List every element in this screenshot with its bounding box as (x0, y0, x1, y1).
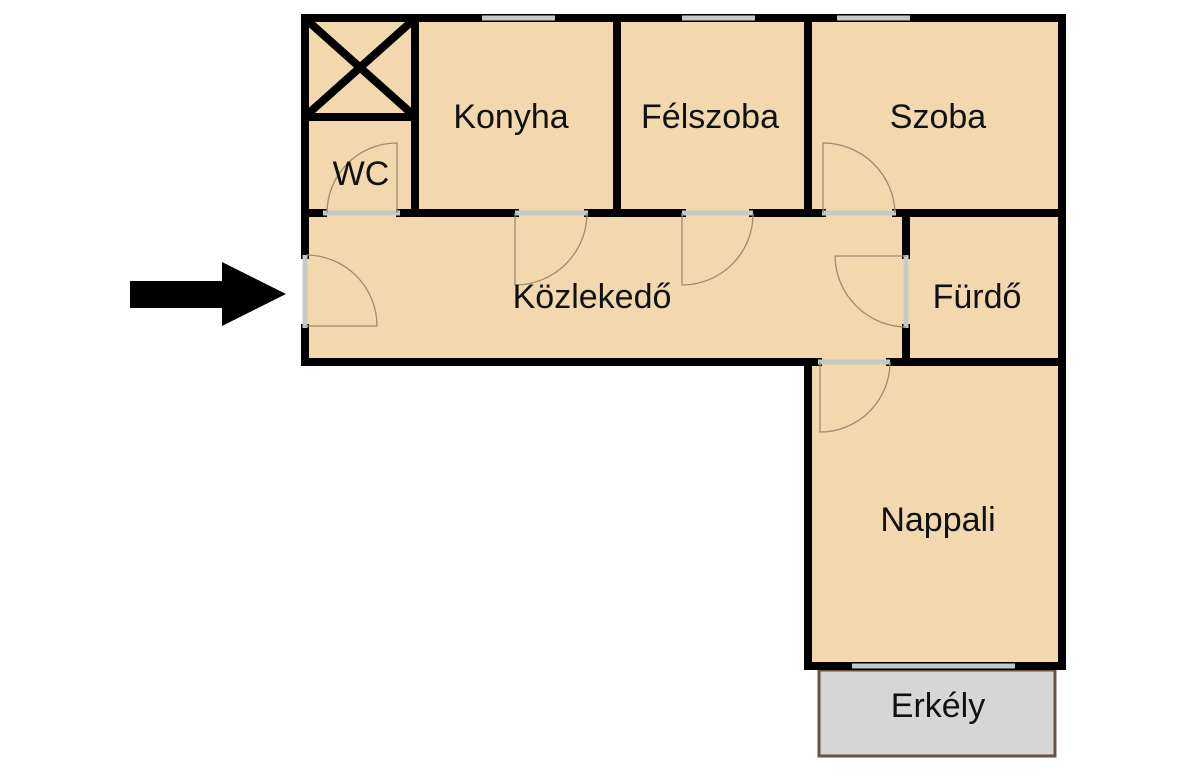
room-label-szoba: Szoba (890, 98, 986, 136)
room-label-konyha: Konyha (453, 98, 568, 136)
entry-door (305, 254, 378, 327)
apartment-floor (305, 18, 1062, 362)
room-label-furdo: Fürdő (933, 278, 1022, 316)
erkely-balcony (817, 668, 1057, 758)
nappali-floor (808, 362, 1062, 666)
room-label-wc: WC (333, 155, 390, 193)
room-label-nappali: Nappali (880, 501, 995, 539)
szoba-door (822, 142, 896, 214)
nappali-door (819, 361, 891, 433)
felszoba-door (681, 212, 754, 286)
entrance-arrow-icon (130, 262, 286, 326)
wc-door (326, 142, 398, 214)
room-label-erkely: Erkély (891, 687, 985, 725)
room-label-felszoba: Félszoba (641, 98, 779, 136)
doors (305, 142, 907, 433)
windows (302, 15, 1015, 669)
furdo-door (834, 255, 907, 328)
shaft-cross-icon (303, 16, 417, 119)
walls (301, 14, 1066, 670)
room-label-kozlekedo: Közlekedő (513, 278, 672, 316)
konyha-door (514, 212, 588, 286)
